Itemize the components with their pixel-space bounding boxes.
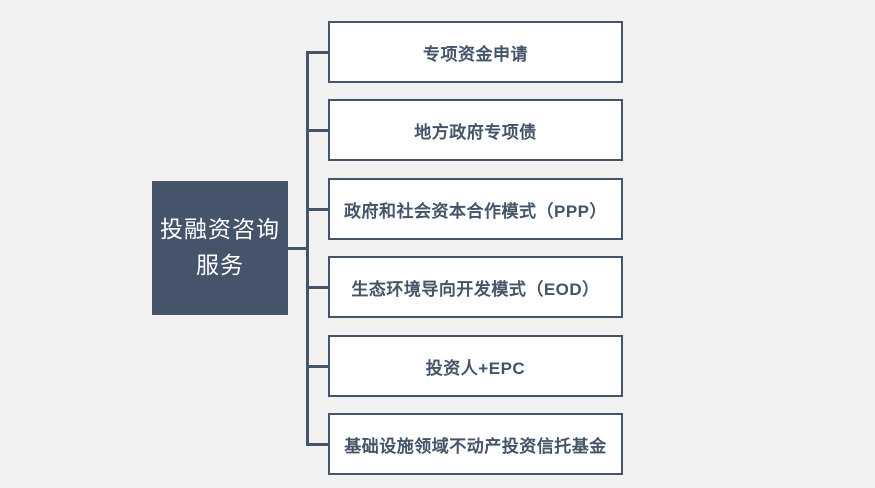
connector-branch-link (306, 129, 328, 132)
branch-node-label: 政府和社会资本合作模式（PPP） (343, 201, 608, 221)
connector-branch-link (306, 443, 328, 446)
connector-trunk (306, 51, 309, 445)
branch-node-label: 生态环境导向开发模式（EOD） (351, 279, 600, 299)
branch-node: 地方政府专项债 (328, 99, 623, 161)
branch-node-label: 投资人+EPC (425, 358, 526, 378)
branch-node-label: 基础设施领域不动产投资信托基金 (344, 436, 607, 456)
branch-node: 基础设施领域不动产投资信托基金 (328, 413, 623, 475)
branch-node: 生态环境导向开发模式（EOD） (328, 256, 623, 318)
connector-branch-link (306, 286, 328, 289)
root-node: 投融资咨询 服务 (152, 181, 288, 315)
connector-branch-link (306, 51, 328, 54)
root-node-label-line2: 服务 (196, 252, 244, 278)
connector-branch-link (306, 208, 328, 211)
branch-node-label: 地方政府专项债 (414, 122, 537, 142)
branch-node: 投资人+EPC (328, 335, 623, 397)
connector-root-link (288, 247, 306, 250)
branch-node-label: 专项资金申请 (423, 44, 528, 64)
branch-node: 专项资金申请 (328, 21, 623, 83)
connector-branch-link (306, 365, 328, 368)
branch-node: 政府和社会资本合作模式（PPP） (328, 178, 623, 240)
root-node-label-line1: 投融资咨询 (160, 216, 280, 243)
